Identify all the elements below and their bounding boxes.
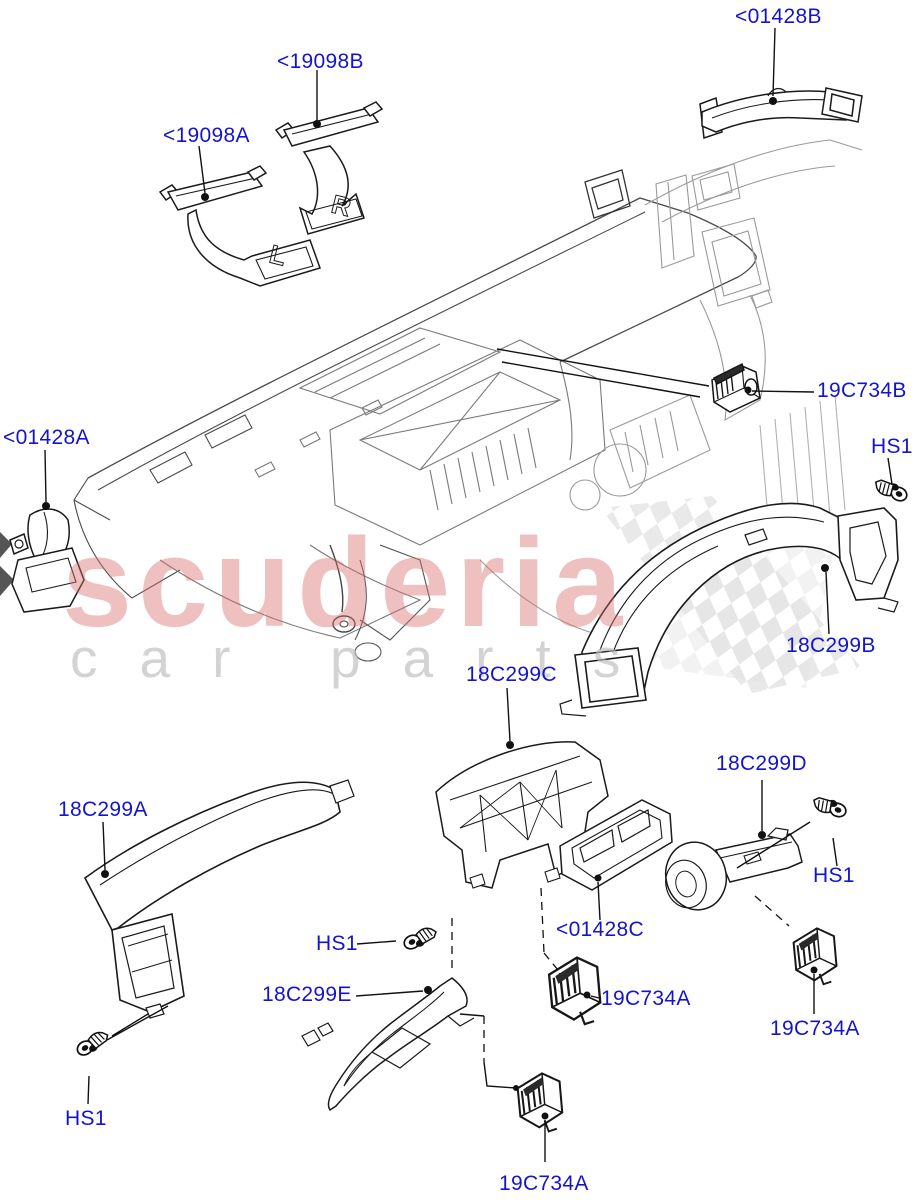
leader-lines: [42, 27, 893, 1162]
drawing-vent-19C734A-bottom: [516, 1072, 564, 1133]
svg-text:L: L: [267, 239, 290, 272]
drawing-duct-18C299D: [664, 827, 803, 911]
drawing-instrument-panel-assembly: [73, 139, 863, 662]
part-label-18C299C[interactable]: 18C299C: [466, 663, 557, 686]
part-label-hs1-bottom-left[interactable]: HS1: [65, 1107, 107, 1130]
watermark-text: scuderia car parts: [62, 512, 662, 689]
drawing-duct-19098A-left: L: [158, 165, 321, 287]
part-label-18C299A[interactable]: 18C299A: [58, 798, 148, 821]
part-label-01428C[interactable]: <01428C: [556, 918, 644, 941]
watermark-word-parts: parts: [330, 627, 662, 689]
drawing-screw-hs1-bottom-left: [73, 1027, 113, 1060]
part-label-hs1-right[interactable]: HS1: [813, 864, 855, 887]
part-label-18C299D[interactable]: 18C299D: [716, 752, 807, 775]
drawing-duct-18C299A: [83, 779, 355, 1019]
drawing-vent-01428C: [559, 799, 673, 891]
part-label-hs1-top-right[interactable]: HS1: [871, 435, 913, 458]
drawing-vent-01428A: [9, 508, 85, 613]
drawing-vent-19C734A-right: [792, 927, 838, 986]
part-label-19098A[interactable]: <19098A: [163, 124, 250, 147]
part-label-19098B[interactable]: <19098B: [277, 50, 364, 73]
part-label-19C734A-bottom[interactable]: 19C734A: [499, 1172, 589, 1195]
drawing-trim-18C299E: [301, 977, 475, 1112]
part-label-18C299B[interactable]: 18C299B: [786, 634, 876, 657]
drawing-duct-18C299B: [559, 502, 899, 717]
drawing-duct-19098B-right: R: [274, 101, 384, 235]
drawing-screw-hs1-right: [810, 792, 850, 821]
part-label-01428B[interactable]: <01428B: [735, 5, 822, 28]
part-label-18C299E[interactable]: 18C299E: [262, 983, 352, 1006]
part-label-19C734A-right[interactable]: 19C734A: [770, 1017, 860, 1040]
drawing-vent-19C734B: [711, 362, 761, 413]
part-label-01428A[interactable]: <01428A: [3, 426, 90, 449]
part-label-hs1-middle[interactable]: HS1: [316, 932, 358, 955]
watermark-word-car: car: [70, 627, 272, 689]
part-label-19C734B[interactable]: 19C734B: [817, 379, 907, 402]
part-label-19C734A-middle[interactable]: 19C734A: [601, 987, 691, 1010]
watermark-brand: scuderia: [62, 512, 628, 653]
drawing-duct-01428B: [699, 87, 863, 140]
drawing-screw-hs1-middle: [400, 923, 440, 954]
